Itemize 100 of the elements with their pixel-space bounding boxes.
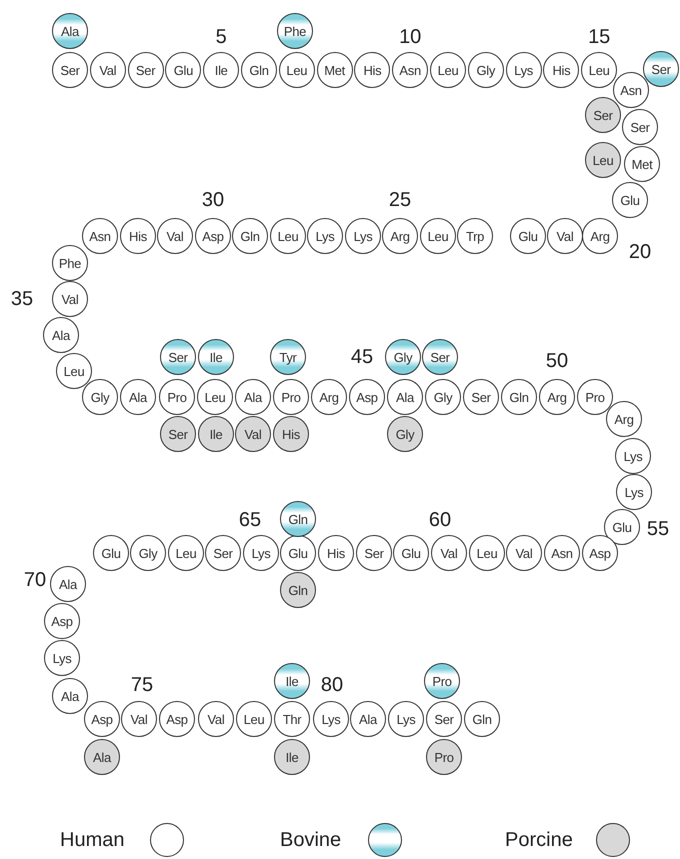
residue-circle: Arg — [311, 379, 347, 415]
position-number: 5 — [216, 27, 227, 47]
residue-circle: Thr — [274, 701, 310, 737]
residue-circle: Glu — [612, 182, 648, 218]
residue-circle: Glu — [280, 535, 316, 571]
residue-circle: Met — [624, 146, 660, 182]
residue-circle: Asn — [392, 52, 428, 88]
residue-circle: Val — [198, 701, 234, 737]
legend-label: Bovine — [280, 830, 342, 850]
residue-circle: Gly — [82, 379, 118, 415]
residue-circle: Lys — [506, 52, 542, 88]
residue-circle: Ser — [463, 379, 499, 415]
residue-circle: Glu — [93, 535, 129, 571]
residue-circle: Val — [121, 701, 157, 737]
residue-circle: Leu — [270, 218, 306, 254]
residue-circle: Ser — [205, 535, 241, 571]
residue-circle: Leu — [197, 379, 233, 415]
residue-circle: Asp — [84, 701, 120, 737]
residue-circle: Ile — [198, 339, 234, 375]
residue-circle: Asn — [82, 218, 118, 254]
residue-circle: Gln — [280, 572, 316, 608]
position-number: 10 — [399, 27, 422, 47]
residue-circle: Ser — [622, 109, 658, 145]
residue-circle: Glu — [165, 52, 202, 88]
residue-circle: Ile — [198, 416, 234, 452]
residue-circle: Tyr — [270, 339, 306, 375]
residue-circle: Ala — [50, 566, 86, 602]
residue-circle: Lys — [307, 218, 343, 254]
residue-circle: Trp — [457, 218, 493, 254]
residue-circle: Ala — [350, 701, 386, 737]
residue-circle: Ser — [422, 339, 458, 375]
residue-circle: Lys — [243, 535, 279, 571]
residue-circle: Gln — [464, 701, 500, 737]
residue-circle: Ser — [128, 52, 164, 88]
residue-circle: Arg — [539, 379, 575, 415]
residue-circle: Ile — [203, 52, 240, 88]
position-number: 35 — [10, 289, 34, 309]
residue-circle: Arg — [606, 401, 642, 437]
residue-circle: Ser — [585, 97, 621, 133]
residue-circle: Ser — [160, 416, 196, 452]
residue-circle: Asn — [613, 72, 649, 108]
residue-circle: Arg — [582, 218, 618, 254]
residue-circle: Gln — [280, 501, 316, 537]
residue-circle: Ile — [274, 663, 310, 699]
residue-circle: Ala — [120, 379, 156, 415]
residue-circle: Ser — [356, 535, 392, 571]
residue-circle: Gly — [387, 416, 423, 452]
residue-circle: Asp — [195, 218, 231, 254]
legend-label: Porcine — [505, 830, 573, 850]
residue-circle: Phe — [52, 245, 88, 281]
residue-circle: Asp — [349, 379, 385, 415]
position-number: 50 — [546, 351, 568, 371]
residue-circle: Asp — [44, 603, 80, 639]
residue-circle: Gly — [130, 535, 166, 571]
residue-circle: Asp — [159, 701, 195, 737]
residue-circle: Leu — [469, 535, 505, 571]
residue-circle: Leu — [278, 52, 315, 88]
legend-label: Human — [60, 830, 124, 850]
residue-circle: Gln — [232, 218, 268, 254]
residue-circle: Pro — [273, 379, 309, 415]
residue-circle: Leu — [168, 535, 204, 571]
residue-circle: Pro — [426, 739, 462, 775]
residue-circle: Val — [157, 218, 193, 254]
residue-circle: Leu — [581, 52, 618, 88]
position-number: 30 — [202, 190, 224, 210]
residue-circle: Val — [90, 52, 126, 88]
residue-circle: Lys — [616, 474, 652, 510]
residue-circle: Phe — [277, 13, 313, 49]
residue-circle: Leu — [420, 218, 456, 254]
residue-circle: Ile — [274, 739, 310, 775]
residue-circle: Ala — [387, 379, 423, 415]
residue-circle: Ser — [160, 339, 196, 375]
position-number: 80 — [320, 675, 344, 695]
residue-circle: His — [273, 416, 309, 452]
position-number: 25 — [388, 190, 412, 210]
residue-circle: His — [354, 52, 390, 88]
residue-circle: Lys — [615, 438, 651, 474]
residue-circle: Lys — [388, 701, 424, 737]
residue-circle: Pro — [159, 379, 195, 415]
residue-circle: Met — [316, 52, 353, 88]
residue-circle: Asn — [544, 535, 580, 571]
residue-circle: Ser — [52, 52, 88, 88]
residue-circle: Pro — [577, 379, 613, 415]
position-number: 45 — [350, 347, 374, 367]
residue-circle: Glu — [604, 509, 640, 545]
residue-circle: Leu — [585, 142, 621, 178]
residue-circle: Leu — [56, 353, 92, 389]
residue-circle: Lys — [345, 218, 381, 254]
position-number: 15 — [588, 27, 610, 47]
residue-circle: Val — [431, 535, 467, 571]
residue-circle: Gly — [425, 379, 461, 415]
position-number: 70 — [24, 570, 46, 590]
position-number: 55 — [646, 519, 670, 539]
position-number: 60 — [428, 510, 452, 530]
residue-circle: Gln — [241, 52, 277, 88]
residue-circle: Ala — [52, 678, 88, 714]
residue-circle: Val — [547, 218, 583, 254]
position-number: 20 — [628, 242, 652, 262]
residue-circle: His — [120, 218, 156, 254]
residue-circle: His — [318, 535, 354, 571]
